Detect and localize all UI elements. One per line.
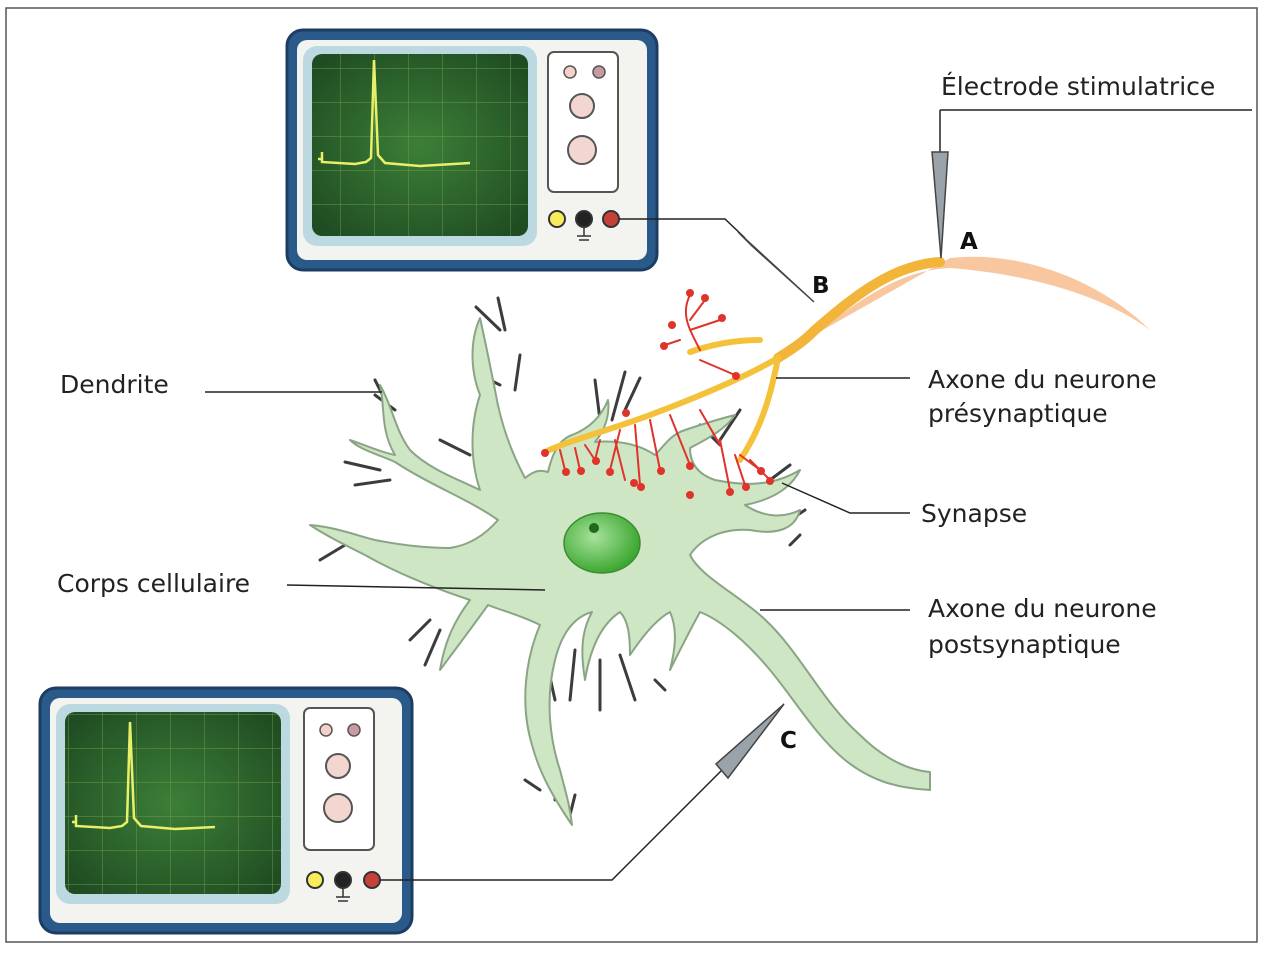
point-c-label: C [780,728,797,754]
jack-red-icon [603,211,619,227]
electrode-c-icon [716,704,784,778]
label-synapse: Synapse [921,499,1027,528]
label-axon-post-line1: Axone du neurone [928,594,1157,623]
point-b-label: B [812,273,830,299]
electrode-b-icon [738,232,814,302]
jack-ground-icon [576,211,592,227]
jack-red-icon [364,872,380,888]
oscilloscope-bottom-grid [65,712,281,894]
knob-small-icon [564,66,576,78]
dial-icon [324,794,352,822]
oscilloscope-top [287,30,657,270]
point-a-label: A [960,229,978,255]
label-electrode: Électrode stimulatrice [941,72,1215,101]
dial-icon [568,136,596,164]
oscilloscope-bottom [40,688,412,933]
label-axon-post-line2: postsynaptique [928,630,1121,659]
label-axon-pre-line2: présynaptique [928,399,1108,428]
knob-small-icon [320,724,332,736]
knob-small-icon [348,724,360,736]
dial-icon [570,94,594,118]
knob-small-icon [593,66,605,78]
label-cell-body: Corps cellulaire [57,569,250,598]
oscilloscope-top-controls [548,52,618,192]
oscilloscope-bottom-controls [304,708,374,850]
jack-ground-icon [335,872,351,888]
oscilloscope-top-grid [312,54,528,236]
label-axon-pre-line1: Axone du neurone [928,365,1157,394]
nucleus [564,513,640,573]
leader-synapse [782,483,910,513]
nucleolus [589,523,599,533]
jack-yellow-icon [307,872,323,888]
dial-icon [326,754,350,778]
label-dendrite: Dendrite [60,370,169,399]
electrode-stim-icon [932,152,948,258]
jack-yellow-icon [549,211,565,227]
